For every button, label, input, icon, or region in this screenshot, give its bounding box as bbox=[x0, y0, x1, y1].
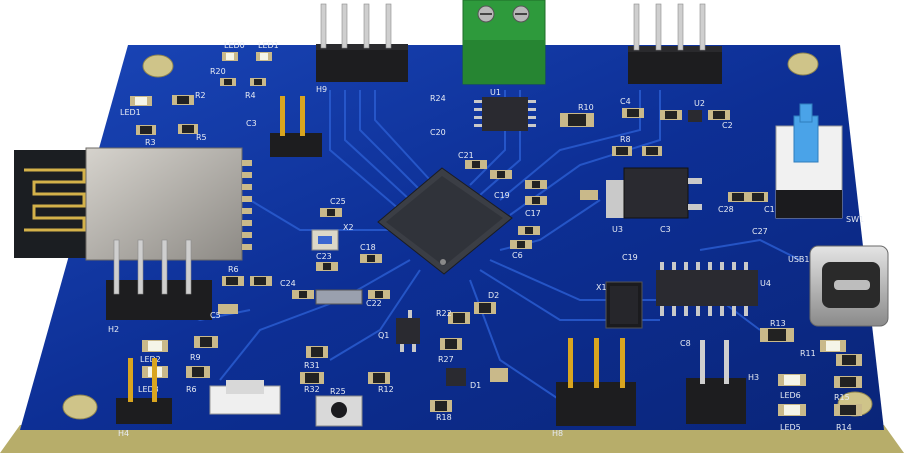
smd-parts-bottom-center bbox=[300, 302, 508, 412]
label-sw1: SW1 bbox=[846, 215, 864, 224]
crystal-x1 bbox=[605, 281, 643, 329]
label-c19-b: C19 bbox=[622, 253, 638, 262]
label-x2: X2 bbox=[343, 223, 354, 232]
label-r3: R3 bbox=[145, 138, 156, 147]
label-c3: C3 bbox=[246, 119, 257, 128]
label-r4: R4 bbox=[245, 91, 256, 100]
label-q1: Q1 bbox=[378, 331, 389, 340]
label-c28: C28 bbox=[718, 205, 734, 214]
tactile-switch-white[interactable] bbox=[209, 380, 281, 415]
label-c23: C23 bbox=[316, 252, 332, 261]
label-usb1: USB1 bbox=[788, 255, 810, 264]
voltage-regulator bbox=[606, 167, 702, 219]
crystal-small bbox=[315, 289, 363, 305]
label-r8: R8 bbox=[620, 135, 631, 144]
label-u1: U1 bbox=[490, 88, 501, 97]
label-h3: H3 bbox=[748, 373, 759, 382]
label-x1: X1 bbox=[596, 283, 607, 292]
label-c8: C8 bbox=[680, 339, 691, 348]
smd-parts-top-left bbox=[130, 52, 272, 135]
label-r11: R11 bbox=[800, 349, 816, 358]
label-c4: C4 bbox=[620, 97, 631, 106]
label-led5: LED5 bbox=[780, 423, 801, 432]
crystal-x2 bbox=[311, 229, 339, 251]
label-r6: R6 bbox=[228, 265, 239, 274]
label-c19: C19 bbox=[494, 191, 510, 200]
label-d2: D2 bbox=[488, 291, 499, 300]
label-r25: R25 bbox=[330, 387, 346, 396]
soic8-chip bbox=[474, 97, 536, 131]
label-c1: C1 bbox=[764, 205, 775, 214]
label-h4: H4 bbox=[118, 429, 129, 438]
label-r27: R27 bbox=[438, 355, 454, 364]
smd-parts-top-right bbox=[560, 108, 768, 202]
label-h9: H9 bbox=[316, 85, 327, 94]
label-r12: R12 bbox=[378, 385, 394, 394]
label-u3: U3 bbox=[612, 225, 623, 234]
smd-parts-right bbox=[760, 328, 862, 416]
label-r10: R10 bbox=[578, 103, 594, 112]
label-r6-b: R6 bbox=[186, 385, 197, 394]
label-r20: R20 bbox=[210, 67, 226, 76]
label-led1-alt: LED1 bbox=[120, 108, 141, 117]
label-led1: LED1 bbox=[258, 41, 279, 50]
label-led6: LED6 bbox=[780, 391, 801, 400]
label-r31: R31 bbox=[304, 361, 320, 370]
label-c27: C27 bbox=[752, 227, 768, 236]
label-c21: C21 bbox=[458, 151, 474, 160]
label-led0: LED0 bbox=[224, 41, 245, 50]
label-c25: C25 bbox=[330, 197, 346, 206]
label-r5: R5 bbox=[196, 133, 207, 142]
label-c22: C22 bbox=[366, 299, 382, 308]
label-r14: R14 bbox=[836, 423, 852, 432]
mcu-qfp-chip bbox=[377, 167, 513, 275]
label-led2: LED2 bbox=[140, 355, 161, 364]
usb-c-connector[interactable] bbox=[809, 245, 889, 327]
label-c24: C24 bbox=[280, 279, 296, 288]
mounting-hole bbox=[142, 54, 174, 78]
label-c2: C2 bbox=[722, 121, 733, 130]
label-h8: H8 bbox=[552, 429, 563, 438]
label-u4: U4 bbox=[760, 279, 771, 288]
label-r9: R9 bbox=[190, 353, 201, 362]
label-u2: U2 bbox=[694, 99, 705, 108]
label-r2: R2 bbox=[195, 91, 206, 100]
label-d1: D1 bbox=[470, 381, 481, 390]
terminal-block[interactable] bbox=[462, 0, 546, 85]
board-edge bbox=[0, 425, 904, 453]
label-r13: R13 bbox=[770, 319, 786, 328]
wifi-module bbox=[14, 147, 252, 261]
pin-header-h2[interactable] bbox=[106, 239, 212, 320]
pin-header-h3[interactable] bbox=[686, 340, 746, 424]
label-r24: R24 bbox=[430, 94, 446, 103]
pin-header-small[interactable] bbox=[270, 96, 322, 157]
pin-header-h4[interactable] bbox=[116, 358, 172, 424]
label-c3-b: C3 bbox=[660, 225, 671, 234]
label-c6: C6 bbox=[512, 251, 523, 260]
label-r15: R15 bbox=[834, 393, 850, 402]
label-r22: R22 bbox=[436, 309, 452, 318]
label-c20: C20 bbox=[430, 128, 446, 137]
u4-chip bbox=[656, 262, 758, 316]
mounting-hole bbox=[787, 52, 819, 76]
pin-header-h8[interactable] bbox=[556, 338, 636, 426]
label-r32: R32 bbox=[304, 385, 320, 394]
label-led3: LED3 bbox=[138, 385, 159, 394]
pin-header-h9[interactable] bbox=[316, 3, 408, 82]
label-h2: H2 bbox=[108, 325, 119, 334]
label-c18: C18 bbox=[360, 243, 376, 252]
pin-header-top-right[interactable] bbox=[628, 3, 722, 84]
label-c17: C17 bbox=[525, 209, 541, 218]
tactile-switch-black[interactable] bbox=[315, 395, 363, 427]
label-c5: C5 bbox=[210, 311, 221, 320]
smd-parts-left bbox=[142, 276, 272, 378]
sw1-switch[interactable] bbox=[775, 103, 843, 219]
label-r18: R18 bbox=[436, 413, 452, 422]
mounting-hole bbox=[62, 394, 98, 420]
